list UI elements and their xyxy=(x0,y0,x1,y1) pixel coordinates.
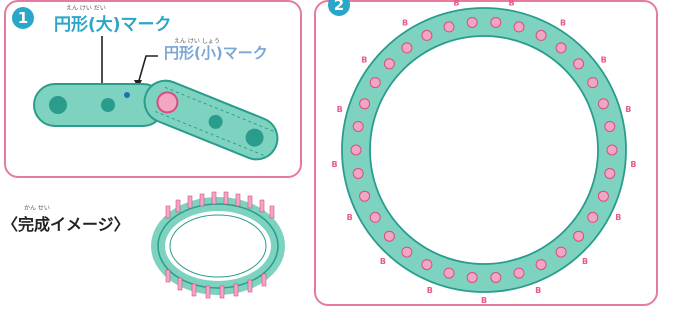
loom-ring-inner-edge xyxy=(369,35,599,265)
small-mark-label: 円形(小)マーク xyxy=(164,44,268,62)
peg-icon xyxy=(383,58,395,70)
b-label: B xyxy=(427,286,433,295)
loom-ring-outer-edge xyxy=(341,7,627,293)
peg-icon xyxy=(513,21,525,33)
small-mark-leader xyxy=(137,55,158,85)
peg-hole-icon xyxy=(101,98,115,112)
b-label: B xyxy=(453,0,459,8)
peg-icon xyxy=(443,21,455,33)
b-label: B xyxy=(625,105,631,114)
peg-icon xyxy=(604,121,616,132)
peg-icon xyxy=(421,259,433,271)
peg-icon xyxy=(555,246,567,258)
large-mark-ruby: えん けい だい xyxy=(66,5,106,12)
peg-icon xyxy=(369,77,381,89)
b-label: B xyxy=(380,257,386,266)
loom-piece-right xyxy=(143,79,279,161)
b-label: B xyxy=(560,19,566,28)
b-label: B xyxy=(509,0,515,8)
completed-image-label: 〈完成イメージ〉 xyxy=(2,215,130,234)
small-mark-ruby: えん けい しょう xyxy=(174,38,220,45)
completed-ruby: かん せい xyxy=(24,205,50,212)
peg-icon xyxy=(359,190,371,202)
peg-icon xyxy=(401,246,413,258)
b-label: B xyxy=(601,56,607,65)
b-label: B xyxy=(535,286,541,295)
step1-panel: 1 えん けい だい 円形(大)マーク えん けい しょう 円形(小)マーク xyxy=(4,0,302,178)
peg-icon xyxy=(606,144,618,156)
peg-icon xyxy=(587,211,599,223)
peg-icon xyxy=(535,29,547,41)
peg-icon xyxy=(597,190,609,202)
peg-icon xyxy=(597,98,609,110)
step1-number-badge: 1 xyxy=(12,7,34,29)
peg-icon xyxy=(490,17,502,28)
peg-icon xyxy=(466,272,478,283)
peg-icon xyxy=(573,230,585,242)
peg-icon xyxy=(359,98,371,110)
large-mark-dot xyxy=(124,92,130,98)
b-label: B xyxy=(630,160,636,169)
b-label: B xyxy=(582,257,588,266)
peg-icon xyxy=(443,267,455,279)
peg-icon xyxy=(350,144,362,156)
peg-icon xyxy=(490,272,502,283)
b-label: B xyxy=(361,56,367,65)
completed-loom-image xyxy=(151,191,285,299)
peg-hole-icon xyxy=(49,96,67,114)
peg-icon xyxy=(383,230,395,242)
b-label: B xyxy=(347,213,353,222)
peg-icon xyxy=(573,58,585,70)
peg-icon xyxy=(352,121,364,132)
b-label: B xyxy=(332,160,338,169)
b-label: B xyxy=(337,105,343,114)
peg-icon xyxy=(587,77,599,89)
peg-icon xyxy=(604,168,616,179)
peg-icon xyxy=(421,29,433,41)
peg-icon xyxy=(352,168,364,179)
peg-icon xyxy=(466,17,478,28)
peg-icon xyxy=(369,211,381,223)
step2-number-badge: 2 xyxy=(328,0,350,16)
step2-panel: 2 B B B B B B B B B B B B B B B B B xyxy=(314,0,658,306)
b-label: B xyxy=(481,296,487,305)
peg-icon xyxy=(555,42,567,54)
step1-diagram xyxy=(33,36,279,161)
b-label: B xyxy=(615,213,621,222)
loom-ring-diagram: B B B B B B B B B B B B B B B B B xyxy=(332,0,637,305)
peg-icon xyxy=(401,42,413,54)
peg-icon xyxy=(535,259,547,271)
peg-icon xyxy=(513,267,525,279)
loom-ring xyxy=(342,8,626,292)
b-label: B xyxy=(402,19,408,28)
large-mark-label: 円形(大)マーク xyxy=(54,15,172,35)
